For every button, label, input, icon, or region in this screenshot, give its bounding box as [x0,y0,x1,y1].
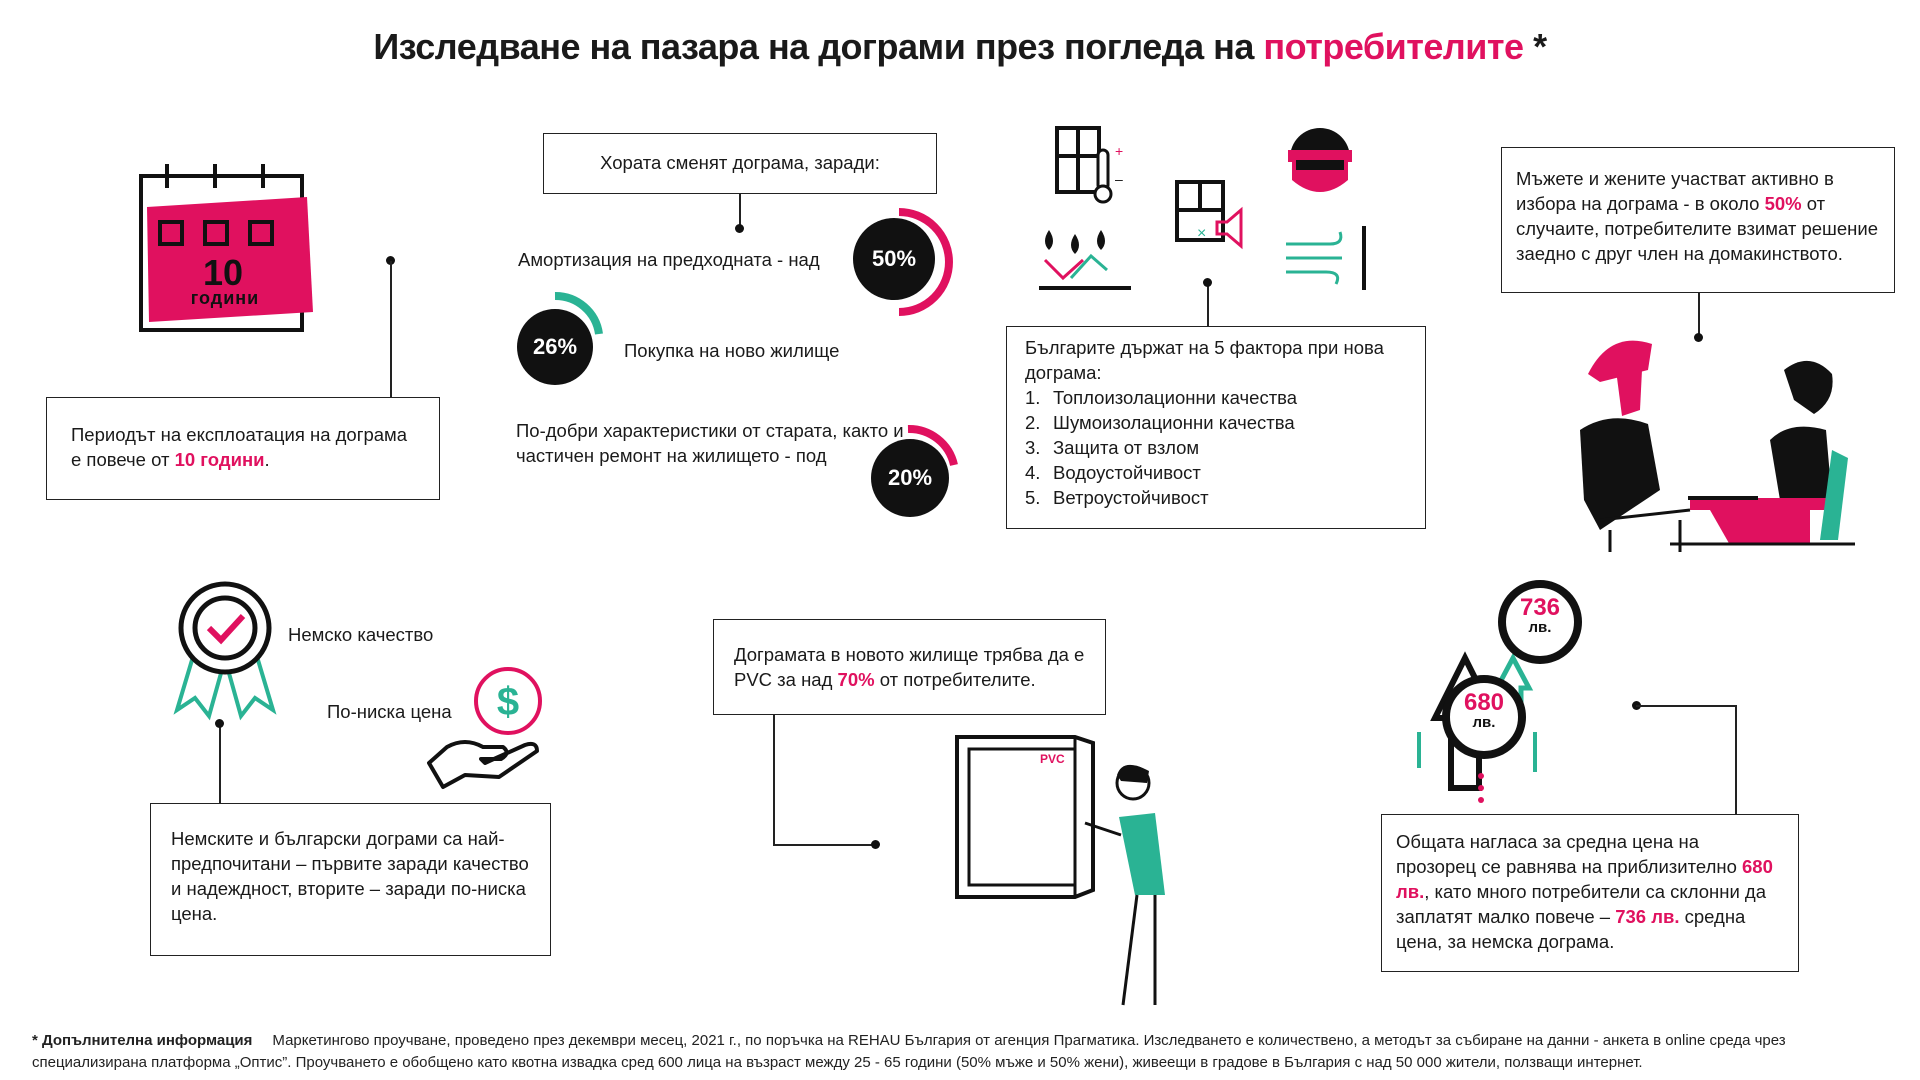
reason-value-3: 20% [871,439,949,517]
page-title: Изследване на пазара на дограми през пог… [373,26,1547,67]
thermal-window-icon: + – [1055,126,1123,204]
title-highlight: потребителите [1263,26,1524,67]
connector-dot [1694,333,1703,342]
calendar-number: 10 [202,252,244,293]
high-price-value: 736 [1519,594,1561,621]
reason-value-1: 50% [853,218,935,300]
connector-line [219,723,221,803]
wind-icon [1286,226,1366,290]
low-price-value: 680 [1463,689,1505,716]
factors-box: Българите държат на 5 фактора при нова д… [1006,326,1426,529]
connector-dot [735,224,744,233]
connector-line [739,194,741,228]
decision-box: Мъжете и жените участват активно в избор… [1501,147,1895,293]
connector-dot [215,719,224,728]
pvc-box: Дограмата в новото жилище трябва да е PV… [713,619,1106,715]
factor-item: 4.Водоустойчивост [1025,462,1201,483]
couple-illustration [1580,340,1855,552]
connector-dot [871,840,880,849]
medal-icon [173,581,277,721]
reason-label-1: Амортизация на предходната - над [518,249,820,270]
reason-ring-2 [554,291,603,335]
low-price-unit: лв. [1472,714,1496,731]
price-box: Общата нагласа за средна цена на прозоре… [1381,814,1799,972]
connector-line [1636,705,1737,707]
lower-price-label: По-ниска цена [327,701,452,722]
factor-item: 5.Ветроустойчивост [1025,487,1209,508]
reason-label-2: Покупка на ново жилище [624,340,840,361]
quality-box: Немските и български дограми са най-пред… [150,803,551,956]
pvc-window-label: PVC [1040,752,1065,766]
reason-ring-3 [907,424,958,467]
high-price-unit: лв. [1528,619,1552,636]
connector-dot [386,256,395,265]
low-price-circle: 680 лв. [1442,675,1526,759]
german-quality-label: Немско качество [288,624,434,645]
sound-window-icon: × [1175,180,1243,250]
period-box: Периодът на експлоатация на дограма е по… [46,397,440,500]
water-resistance-icon [1039,230,1131,290]
calendar-icon: 10 години [135,162,315,334]
reasons-header-box: Хората сменят дограма, заради: [543,133,937,194]
high-price-circle: 736 лв. [1498,580,1582,664]
svg-text:×: × [1197,225,1206,242]
reason-label-3: По-добри характеристики от старата, какт… [516,420,904,466]
svg-text:+: + [1115,143,1123,159]
factors-list: 1.Топлоизолационни качества 2.Шумоизолац… [1025,385,1407,510]
reason-value-2: 26% [517,309,593,385]
hand-dollar-icon: $ [427,667,542,789]
svg-text:–: – [1115,171,1123,187]
factor-item: 1.Топлоизолационни качества [1025,387,1298,408]
factor-item: 2.Шумоизолационни качества [1025,412,1295,433]
connector-line [773,715,775,845]
connector-dot [1203,278,1212,287]
footer-label: * Допълнителна информация [32,1032,253,1049]
factor-item: 3.Защита от взлом [1025,437,1200,458]
reason-ring-1 [898,208,953,316]
footer-text: Маркетингово проучване, проведено през д… [32,1032,1786,1071]
burglar-icon [1288,128,1352,192]
connector-line [773,844,875,846]
connector-line [1698,293,1700,337]
connector-line [390,261,392,397]
calendar-unit: години [190,288,260,308]
connector-line [1735,705,1737,814]
connector-line [1207,282,1209,326]
pvc-window-illustration [955,735,1165,1006]
svg-text:$: $ [497,680,519,724]
